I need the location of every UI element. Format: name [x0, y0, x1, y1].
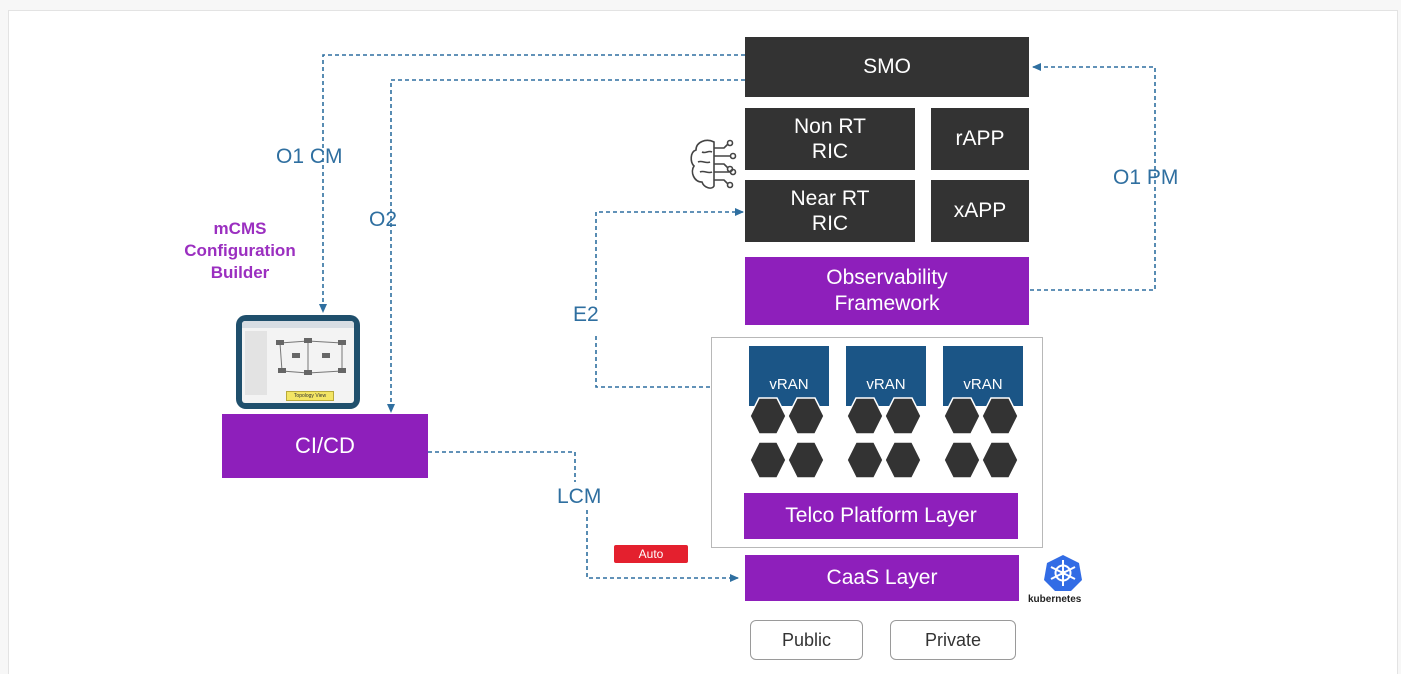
- topology-caption: Topology View: [286, 391, 334, 401]
- lcm-lower-connector: [586, 510, 739, 582]
- kubernetes-label: kubernetes: [1028, 594, 1082, 605]
- e2-upper-connector: [595, 208, 744, 300]
- smo-block[interactable]: SMO: [745, 37, 1029, 97]
- public-cloud-box[interactable]: Public: [750, 620, 863, 660]
- vran-label: vRAN: [943, 346, 1023, 406]
- rapp-block[interactable]: rAPP: [931, 108, 1029, 170]
- lcm-upper-connector: [428, 451, 576, 482]
- kubernetes-icon: [1044, 555, 1082, 591]
- o2-label: O2: [369, 208, 398, 231]
- vran-column-1[interactable]: vRAN: [749, 346, 829, 486]
- e2-lower-connector: [595, 336, 739, 391]
- vran-label: vRAN: [846, 346, 926, 406]
- hexagon-cluster-icon: [943, 397, 1019, 479]
- topology-graph: [276, 338, 346, 375]
- lcm-label: LCM: [557, 485, 602, 508]
- caas-layer-block[interactable]: CaaS Layer: [745, 555, 1019, 601]
- topology-screenshot-icon[interactable]: Topology View: [236, 315, 360, 409]
- near-rt-ric-block[interactable]: Near RT RIC: [745, 180, 915, 242]
- e2-label: E2: [573, 303, 599, 326]
- vran-column-2[interactable]: vRAN: [846, 346, 926, 486]
- hexagon-cluster-icon: [846, 397, 922, 479]
- cicd-block[interactable]: CI/CD: [222, 414, 428, 478]
- observability-framework-block[interactable]: Observability Framework: [745, 257, 1029, 325]
- non-rt-ric-block[interactable]: Non RT RIC: [745, 108, 915, 170]
- hexagon-cluster-icon: [749, 397, 825, 479]
- telco-platform-layer-block[interactable]: Telco Platform Layer: [744, 493, 1018, 539]
- o2-connector: [387, 79, 745, 413]
- o1-cm-connector: [319, 54, 745, 313]
- o1-cm-label: O1 CM: [276, 145, 343, 168]
- auto-badge: Auto: [614, 545, 688, 563]
- private-cloud-box[interactable]: Private: [890, 620, 1016, 660]
- o1-pm-connector: [1030, 63, 1156, 291]
- topology-screen: Topology View: [242, 321, 354, 403]
- brain-icon: [690, 139, 737, 189]
- vran-label: vRAN: [749, 346, 829, 406]
- xapp-block[interactable]: xAPP: [931, 180, 1029, 242]
- o1-pm-label: O1 PM: [1113, 166, 1179, 189]
- vran-column-3[interactable]: vRAN: [943, 346, 1023, 486]
- mcms-configuration-builder-label: mCMS Configuration Builder: [184, 219, 296, 283]
